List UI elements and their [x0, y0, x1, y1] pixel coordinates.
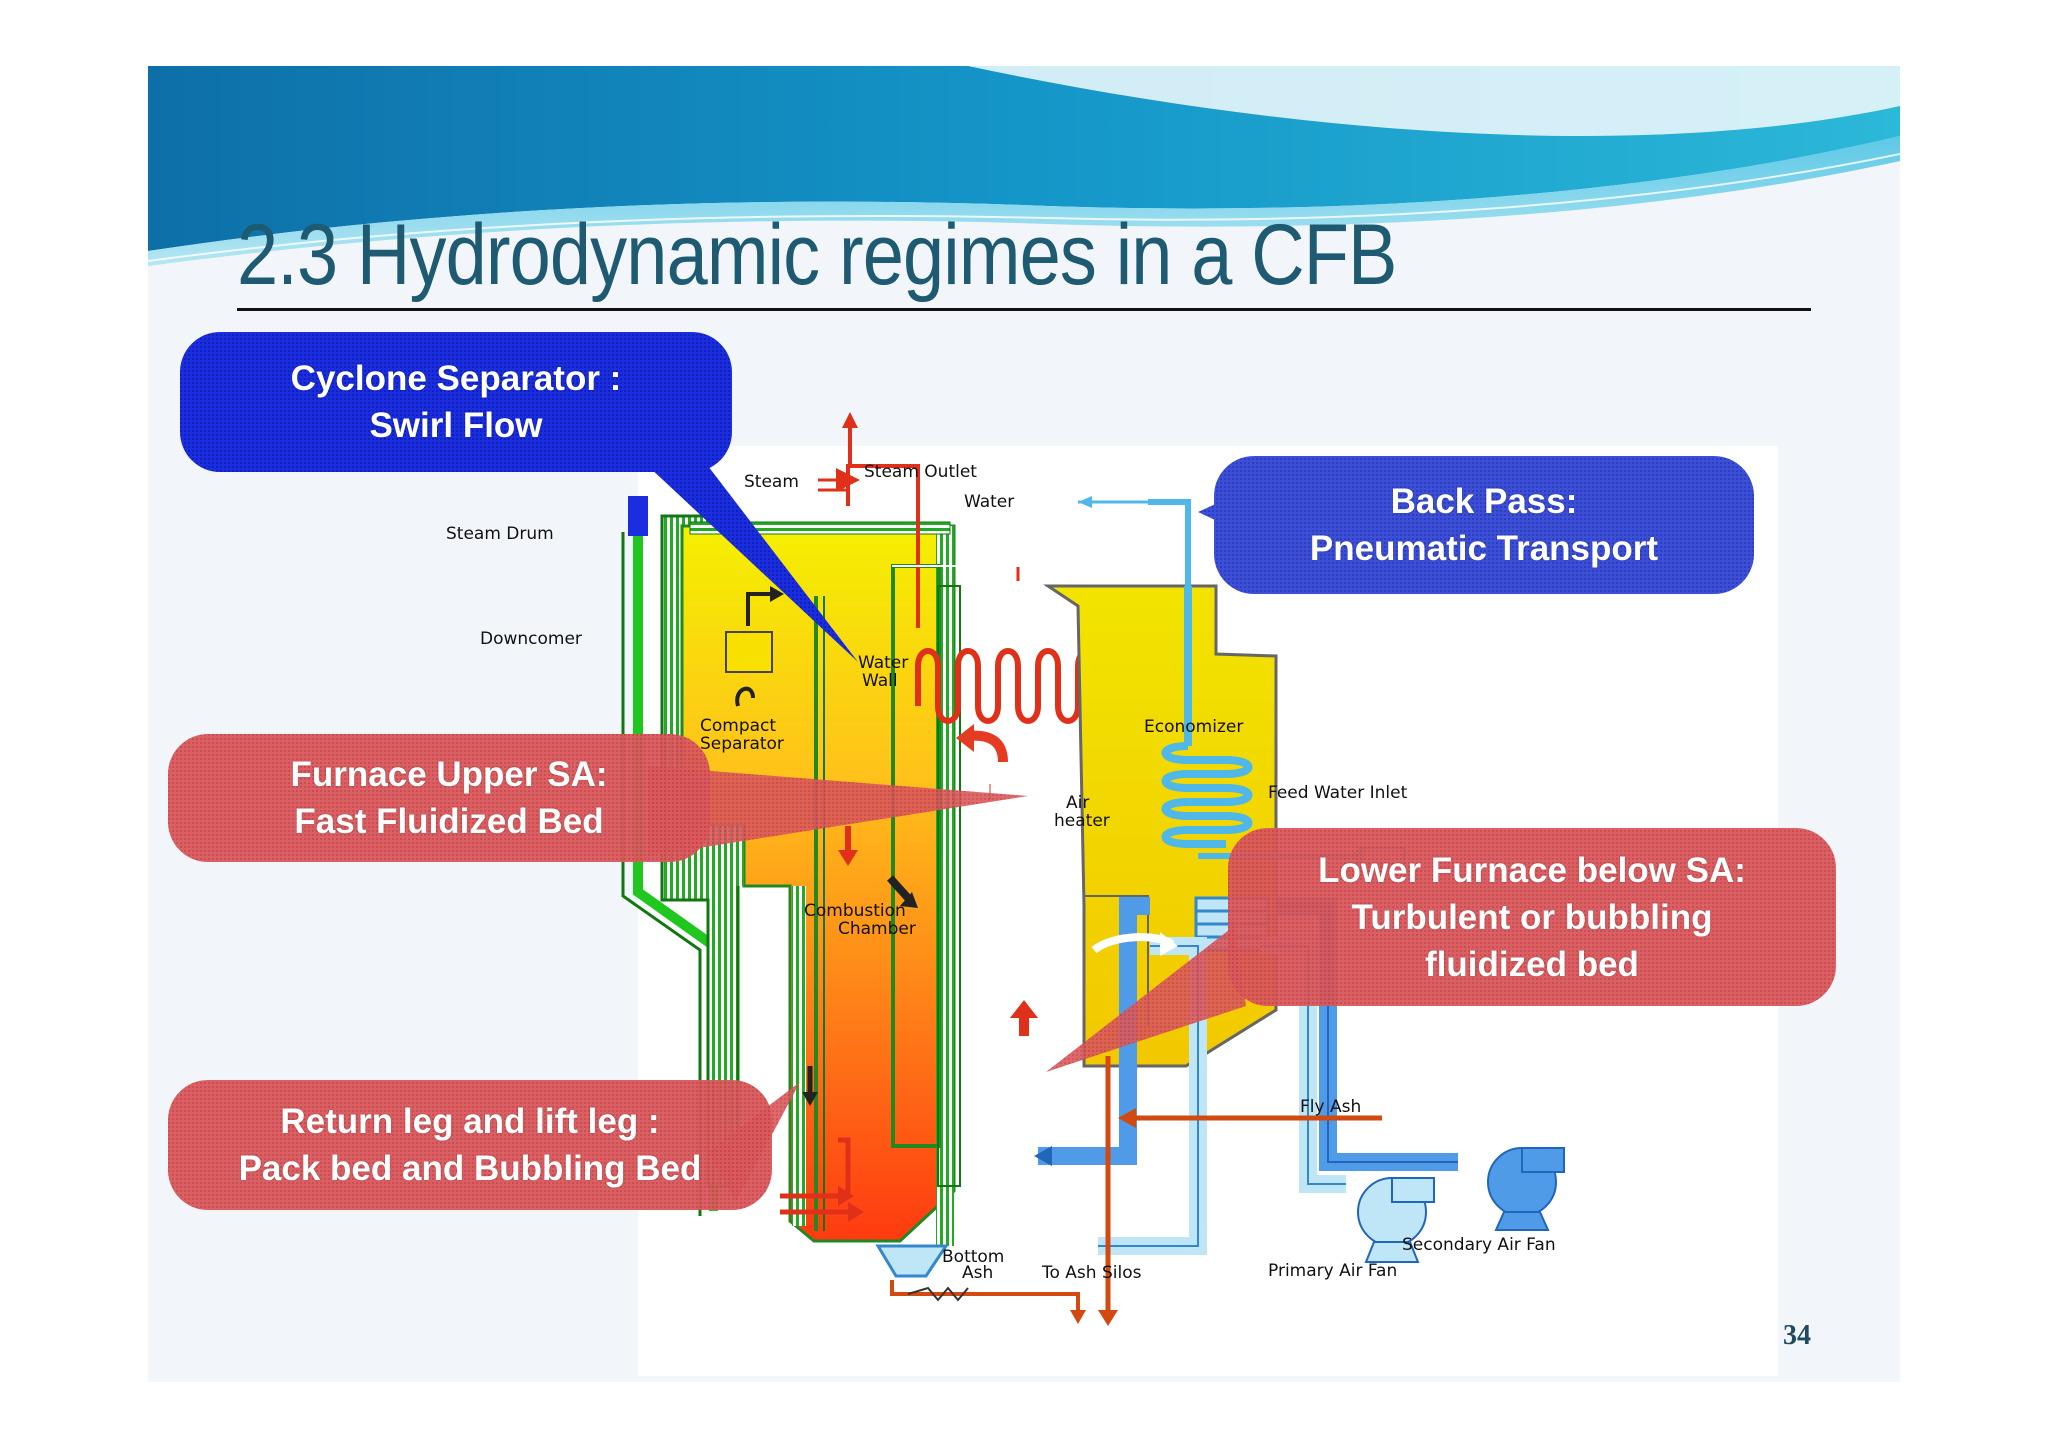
furnace-upper-callout: Furnace Upper SA: Fast Fluidized Bed: [168, 734, 710, 862]
wave-banner: [148, 66, 1900, 266]
backpass-callout: Back Pass: Pneumatic Transport: [1214, 456, 1754, 594]
label-bottom-ash-2: Ash: [962, 1263, 993, 1283]
secondary-air-fan: [1487, 1147, 1565, 1231]
furnace-upper-bg: [168, 734, 710, 862]
backpass-callout-bg: [1214, 456, 1754, 594]
label-air-heater-1: Air: [1066, 793, 1089, 813]
label-bottom-ash-1: Bottom: [942, 1247, 1004, 1267]
backpass-callout-line1: Back Pass:: [1390, 482, 1578, 521]
superheater-coil: [915, 648, 1101, 724]
label-steam: Steam: [744, 472, 799, 492]
return-leg-callout: Return leg and lift leg : Pack bed and B…: [168, 1080, 772, 1210]
label-to-ash-silos: To Ash Silos: [1041, 1263, 1142, 1283]
label-economizer: Economizer: [1144, 717, 1243, 737]
ash-hopper: [875, 1244, 949, 1278]
title-divider: [237, 308, 1811, 311]
label-primary-air-fan: Primary Air Fan: [1268, 1261, 1397, 1281]
lower-furnace-bg: [1228, 828, 1836, 1006]
label-water-wall-1: Water: [858, 653, 908, 673]
label-compact-sep-1: Compact: [700, 716, 776, 736]
slide-title: 2.3 Hydrodynamic regimes in a CFB: [237, 207, 1397, 303]
furnace-upper-pointer: [648, 766, 1028, 856]
cyclone-callout-bg: [180, 332, 732, 472]
cfb-boiler-diagram: Steam Steam Outlet Water Steam Drum Down…: [168, 332, 1836, 1376]
label-secondary-air-fan: Secondary Air Fan: [1402, 1235, 1556, 1255]
cyclone-callout: Cyclone Separator : Swirl Flow: [180, 332, 732, 472]
lower-furnace-line3: fluidized bed: [1425, 944, 1639, 984]
cyclone-callout-pointer: [648, 466, 858, 662]
furnace-upper-line2: Fast Fluidized Bed: [294, 802, 604, 841]
lower-furnace-callout: Lower Furnace below SA: Turbulent or bub…: [1228, 828, 1836, 1006]
return-leg-line1: Return leg and lift leg :: [280, 1102, 660, 1141]
slide: 2.3 Hydrodynamic regimes in a CFB: [148, 66, 1900, 1382]
label-air-heater-2: heater: [1054, 811, 1110, 831]
label-fly-ash: Fly Ash: [1300, 1097, 1361, 1117]
return-leg-bg: [168, 1080, 772, 1210]
steam-drum: [628, 496, 648, 536]
cyclone-callout-line2: Swirl Flow: [369, 406, 543, 445]
lower-furnace-pointer: [1046, 926, 1246, 1072]
furnace-upper-line1: Furnace Upper SA:: [290, 755, 608, 794]
label-steam-outlet: Steam Outlet: [864, 462, 977, 482]
return-leg-line2: Pack bed and Bubbling Bed: [238, 1149, 702, 1188]
label-steam-drum: Steam Drum: [446, 524, 554, 544]
label-downcomer: Downcomer: [480, 629, 582, 649]
label-compact-sep-2: Separator: [700, 734, 784, 754]
label-feed-water-inlet: Feed Water Inlet: [1268, 783, 1408, 803]
compact-separator: [725, 631, 773, 673]
label-water: Water: [964, 492, 1014, 512]
lower-furnace-line1: Lower Furnace below SA:: [1318, 850, 1746, 890]
label-water-wall-2: Wall: [862, 671, 898, 691]
page-number: 34: [1783, 1320, 1811, 1351]
lower-furnace-line2: Turbulent or bubbling: [1351, 897, 1713, 937]
label-combustion-1: Combustion: [804, 901, 906, 921]
backpass-callout-line2: Pneumatic Transport: [1309, 529, 1659, 568]
primary-air-fan: [1357, 1177, 1435, 1263]
cyclone-callout-line1: Cyclone Separator :: [290, 359, 622, 398]
label-combustion-2: Chamber: [838, 919, 916, 939]
economizer-coil: [1161, 586, 1253, 848]
